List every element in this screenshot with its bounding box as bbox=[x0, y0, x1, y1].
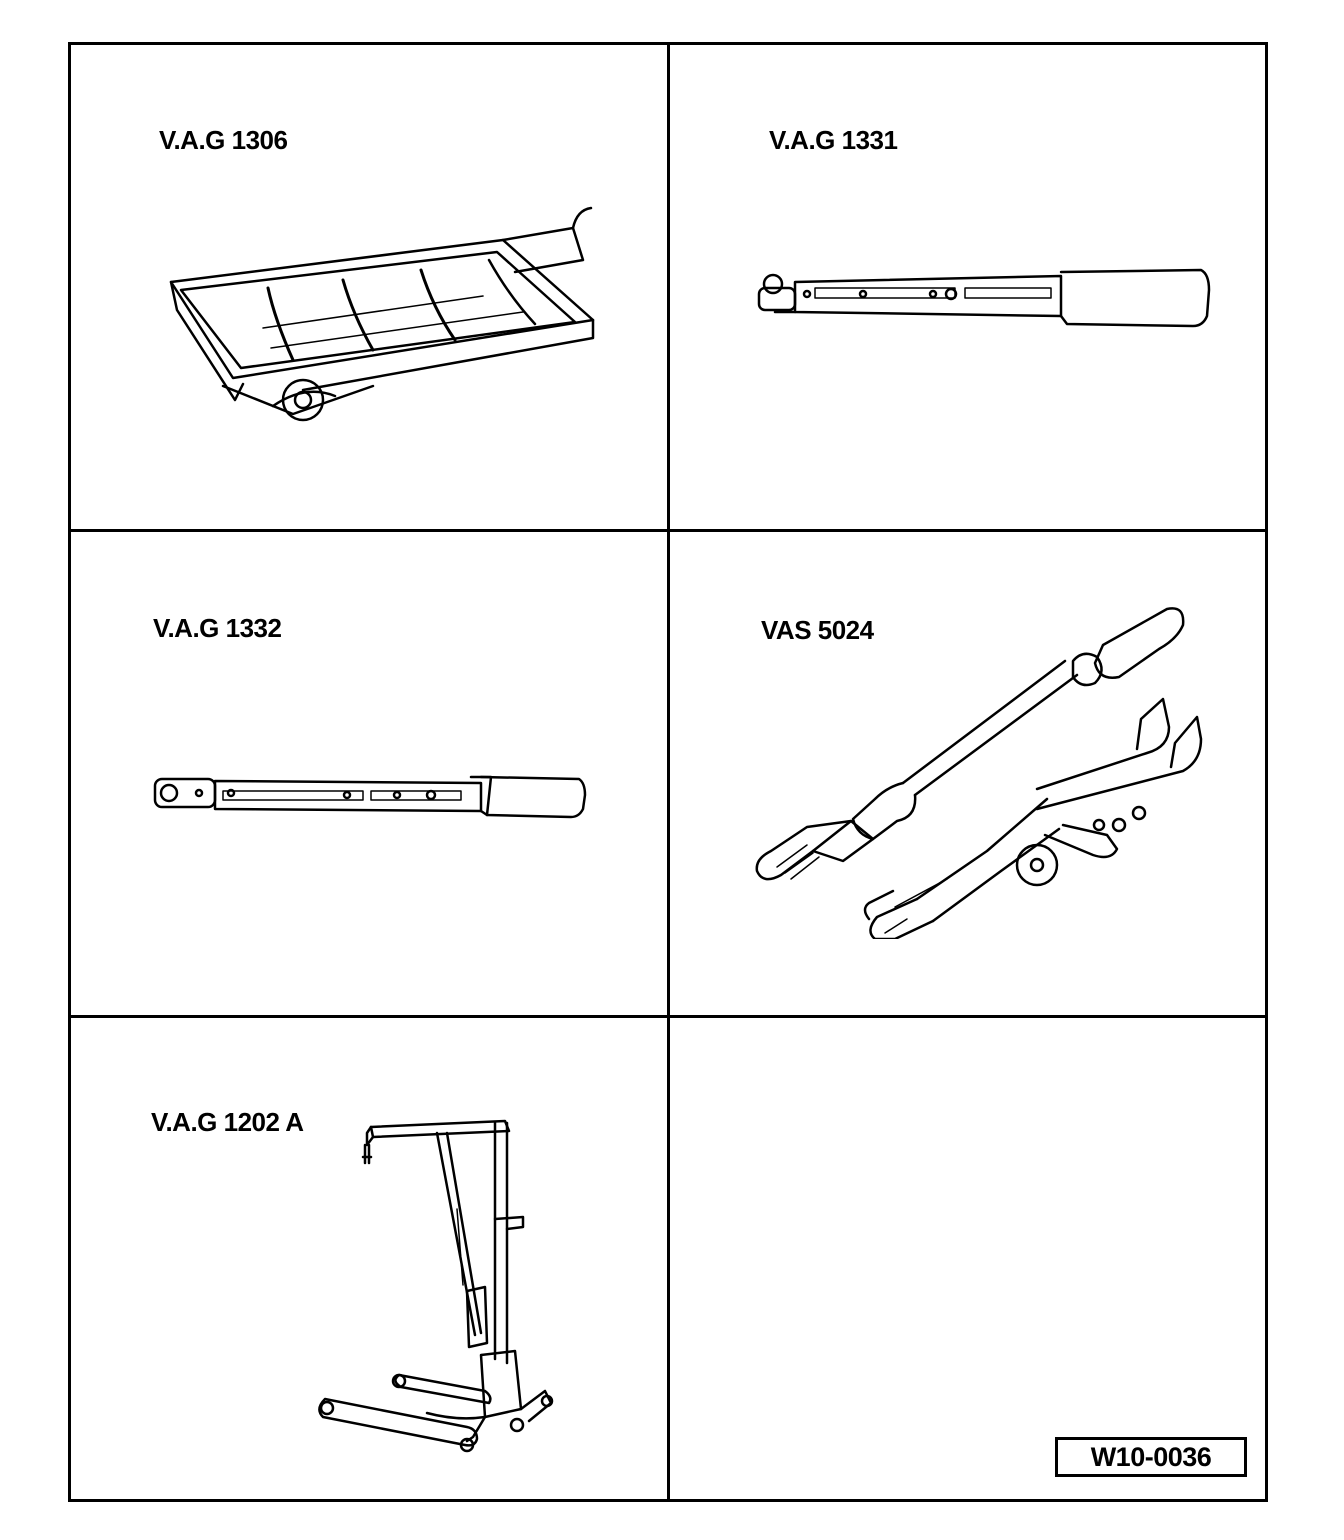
drip-tray-icon bbox=[163, 200, 603, 430]
tool-label-vag1331: V.A.G 1331 bbox=[769, 125, 898, 155]
grid-divider-row1 bbox=[71, 529, 1265, 532]
hose-clip-pliers-icon bbox=[747, 599, 1207, 939]
torque-wrench-icon bbox=[755, 260, 1215, 330]
tool-label-vag1332: V.A.G 1332 bbox=[153, 613, 282, 643]
grid-divider-vertical bbox=[667, 45, 670, 1499]
figure-code-badge: W10-0036 bbox=[1055, 1437, 1247, 1477]
torque-wrench-icon bbox=[151, 765, 591, 825]
tool-label-vag1306: V.A.G 1306 bbox=[159, 125, 288, 155]
tool-label-vag1202a: V.A.G 1202 A bbox=[151, 1107, 304, 1137]
special-tools-sheet: V.A.G 1306 V.A.G 1331 bbox=[68, 42, 1268, 1502]
grid-divider-row2 bbox=[71, 1015, 1265, 1018]
workshop-crane-icon bbox=[317, 1105, 567, 1465]
tool-label-vas5024: VAS 5024 bbox=[761, 615, 874, 645]
